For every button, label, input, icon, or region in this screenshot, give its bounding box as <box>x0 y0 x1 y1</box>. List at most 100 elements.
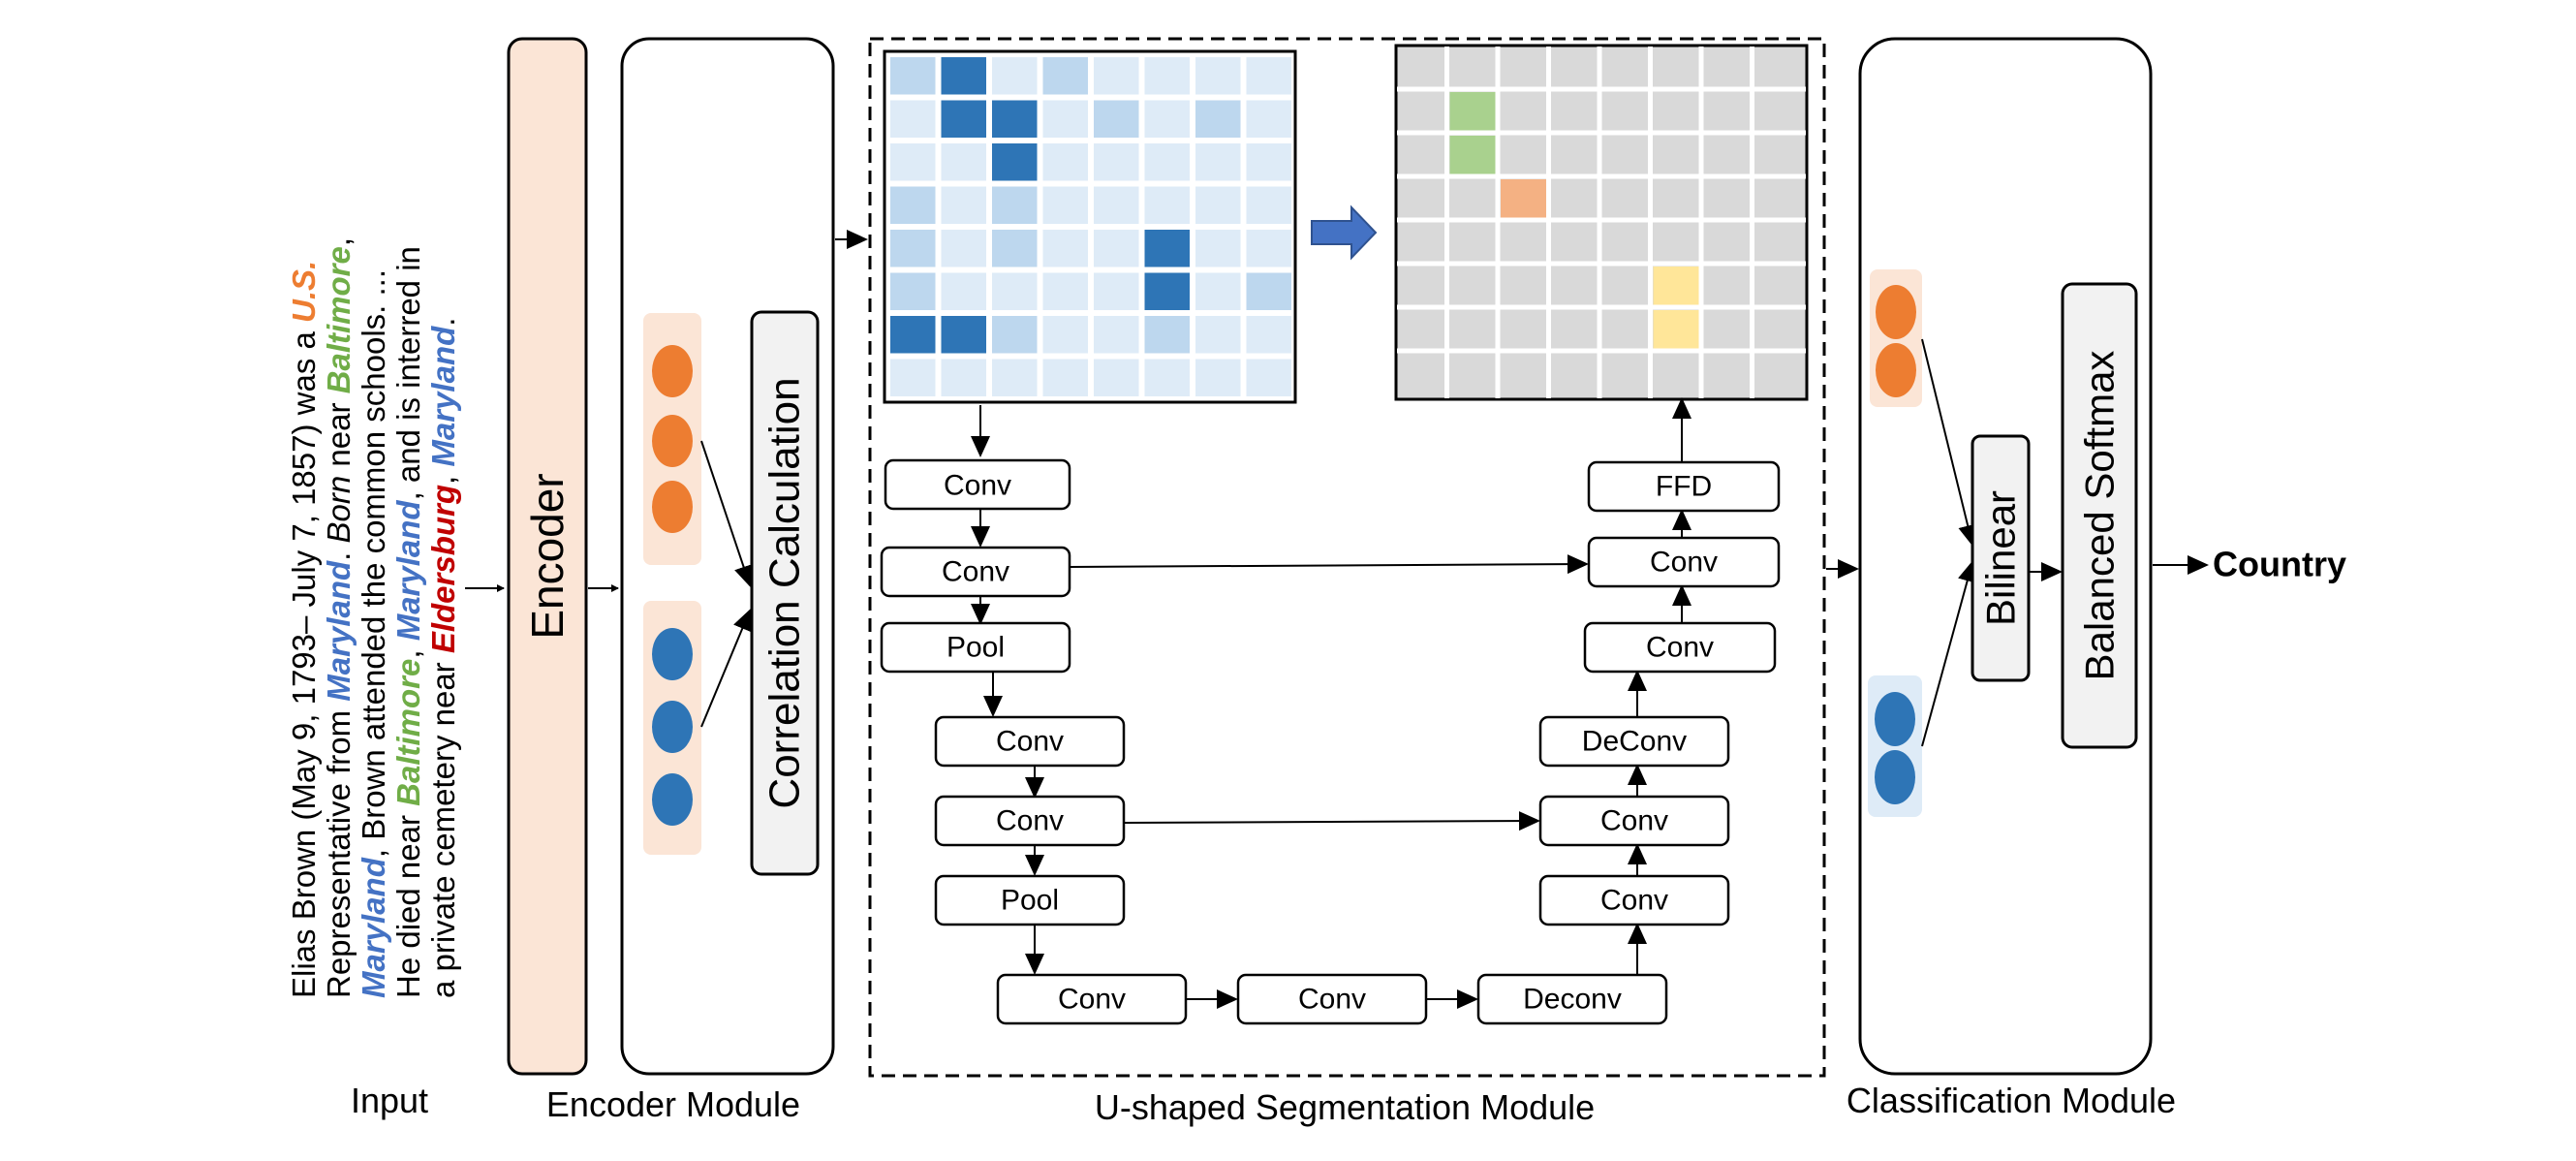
segmentation-cell <box>1501 92 1547 131</box>
ffd-box <box>1587 460 1781 513</box>
segmentation-cell <box>1449 310 1496 349</box>
transform-arrow <box>1311 204 1378 261</box>
heatmap-cell <box>1042 57 1088 95</box>
segmentation-cell <box>1399 223 1445 262</box>
heatmap-cell <box>1042 272 1088 310</box>
enc2-pool-label: Pool <box>1001 885 1059 917</box>
skip-connection-1 <box>1069 554 1589 575</box>
enc1-pool-box <box>880 621 1071 674</box>
enc1-pool-label: Pool <box>947 632 1005 664</box>
segmentation-cell <box>1449 136 1496 174</box>
heatmap-cell <box>1246 359 1291 396</box>
heatmap-cell <box>890 316 936 354</box>
segmentation-cell <box>1501 179 1547 218</box>
segmentation-cell <box>1653 179 1699 218</box>
segmentation-cell <box>1399 354 1445 392</box>
encoder-label: Encoder <box>522 473 573 639</box>
heatmap-cell <box>1246 186 1291 224</box>
heatmap-cell <box>1195 272 1241 310</box>
input-text: Elias Brown (May 9, 1793– July 7, 1857) … <box>286 237 461 998</box>
dec2-conv1-box <box>1538 874 1730 926</box>
label-segmentation-module: U-shaped Segmentation Module <box>1095 1087 1595 1127</box>
correlation-matrix <box>890 57 1291 396</box>
segmentation-cell <box>1754 48 1801 87</box>
heatmap-cell <box>1094 143 1139 181</box>
heatmap-cell <box>890 100 936 138</box>
blue-embedding-1 <box>652 628 693 680</box>
heatmap-cell <box>890 230 936 267</box>
tail-embedding-1 <box>1875 692 1915 746</box>
heatmap-cell <box>1094 100 1139 138</box>
heatmap-cell <box>1144 272 1190 310</box>
arrow-blue-to-corr <box>700 609 752 728</box>
input-line-3: Maryland, Brown attended the common scho… <box>356 269 391 998</box>
segmentation-cell <box>1399 48 1445 87</box>
segmentation-cell <box>1551 48 1598 87</box>
enc2-conv1-box <box>934 715 1126 768</box>
heatmap-cell <box>941 186 986 224</box>
segmentation-cell <box>1602 223 1649 262</box>
input-line-4: He died near Baltimore, Maryland, and is… <box>390 246 426 998</box>
dec2-conv1-label: Conv <box>1600 885 1668 917</box>
segmentation-cell <box>1449 267 1496 305</box>
segmentation-cell <box>1653 136 1699 174</box>
segmentation-cell <box>1501 267 1547 305</box>
heatmap-cell <box>1042 143 1088 181</box>
segmentation-cell <box>1754 267 1801 305</box>
heatmap-cell <box>1246 100 1291 138</box>
heatmap-cell <box>992 316 1038 354</box>
heatmap-cell <box>1042 359 1088 396</box>
heatmap-cell <box>1246 230 1291 267</box>
segmentation-cell <box>1551 92 1598 131</box>
segmentation-cell <box>1704 223 1751 262</box>
heatmap-cell <box>890 57 936 95</box>
heatmap-cell <box>992 186 1038 224</box>
enc1-conv1-box <box>884 458 1071 511</box>
bottom-conv1-label: Conv <box>1058 984 1126 1016</box>
output-label: Country <box>2213 545 2346 584</box>
heatmap-cell <box>1144 230 1190 267</box>
heatmap-cell <box>941 57 986 95</box>
label-encoder-module: Encoder Module <box>546 1084 800 1124</box>
segmentation-cell <box>1704 267 1751 305</box>
segmentation-cell <box>1449 179 1496 218</box>
segmentation-cell <box>1602 310 1649 349</box>
dec2-conv2-label: Conv <box>1600 805 1668 837</box>
heatmap-cell <box>1246 272 1291 310</box>
heatmap-cell <box>941 272 986 310</box>
correlation-block <box>750 310 820 876</box>
bilinear-block <box>1971 434 2031 682</box>
label-input: Input <box>351 1081 428 1120</box>
heatmap-cell <box>1094 272 1139 310</box>
encoder-block <box>507 37 588 1076</box>
label-classification-module: Classification Module <box>1847 1081 2176 1120</box>
segmentation-cell <box>1501 136 1547 174</box>
segmentation-cell <box>1704 310 1751 349</box>
heatmap-cell <box>1195 57 1241 95</box>
heatmap-cell <box>1246 143 1291 181</box>
heatmap-cell <box>992 230 1038 267</box>
head-embedding-1 <box>1876 285 1916 339</box>
segmentation-cell <box>1653 267 1699 305</box>
orange-embedding-2 <box>652 415 693 467</box>
heatmap-cell <box>1144 100 1190 138</box>
heatmap-cell <box>941 316 986 354</box>
heatmap-cell <box>890 359 936 396</box>
dec1-conv1-label: Conv <box>1646 632 1714 664</box>
segmentation-cell <box>1501 223 1547 262</box>
segmentation-cell <box>1653 354 1699 392</box>
segmentation-cell <box>1449 48 1496 87</box>
segmentation-cell <box>1704 48 1751 87</box>
heatmap-cell <box>941 100 986 138</box>
heatmap-cell <box>1094 186 1139 224</box>
dec2-conv2-box <box>1538 795 1730 847</box>
ffd-label: FFD <box>1656 471 1712 503</box>
heatmap-cell <box>1094 316 1139 354</box>
segmentation-cell <box>1704 92 1751 131</box>
heatmap-cell <box>1195 186 1241 224</box>
heatmap-cell <box>890 272 936 310</box>
segmentation-cell <box>1653 310 1699 349</box>
segmentation-cell <box>1602 267 1649 305</box>
balanced-softmax-label: Balanced Softmax <box>2077 351 2123 681</box>
dec1-conv2-label: Conv <box>1650 547 1718 579</box>
